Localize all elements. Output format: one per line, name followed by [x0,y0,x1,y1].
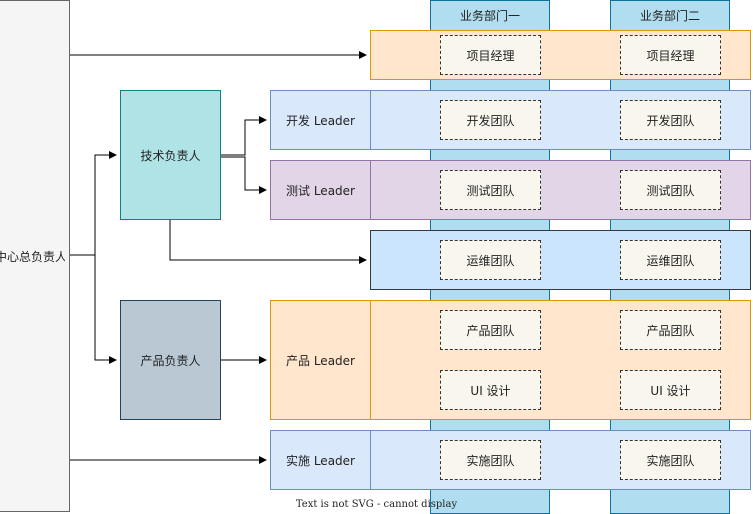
edge-tech-test [221,156,267,194]
column-header-dept-1: 业务部门一 [459,8,520,23]
cell-impl-dept-2: 实施团队 [620,440,721,480]
cell-product-dept-2: 产品团队 [620,310,721,350]
root-label: 技术中心总负责人 [0,249,65,264]
cell-ui-dept-2: UI 设计 [620,370,721,410]
edge-tech-dev [221,116,267,156]
cell-ops-dept-1: 运维团队 [440,240,541,280]
cell-dev-dept-1: 开发团队 [440,100,541,140]
edge-tech-ops [169,220,367,264]
column-header-dept-2: 业务部门二 [639,8,700,23]
cell-ops-dept-2: 运维团队 [620,240,721,280]
product-lead-node: 产品负责人 [120,300,221,420]
footer-note: Text is not SVG - cannot display [295,499,458,510]
cell-pm-dept-2: 项目经理 [620,35,721,75]
tech-lead-node: 技术负责人 [120,90,221,220]
root-node: 技术中心总负责人 [0,0,70,512]
product-leader-node: 产品 Leader [270,300,371,420]
impl-leader-node: 实施 Leader [270,430,371,490]
edge-root-product [94,255,117,364]
cell-product-dept-1: 产品团队 [440,310,541,350]
cell-dev-dept-2: 开发团队 [620,100,721,140]
cell-impl-dept-1: 实施团队 [440,440,541,480]
cell-test-dept-2: 测试团队 [620,170,721,210]
test-leader-node: 测试 Leader [270,160,371,220]
dev-leader-node: 开发 Leader [270,90,371,150]
cell-test-dept-1: 测试团队 [440,170,541,210]
edge-root-tech [70,151,117,256]
cell-pm-dept-1: 项目经理 [440,35,541,75]
cell-ui-dept-1: UI 设计 [440,370,541,410]
